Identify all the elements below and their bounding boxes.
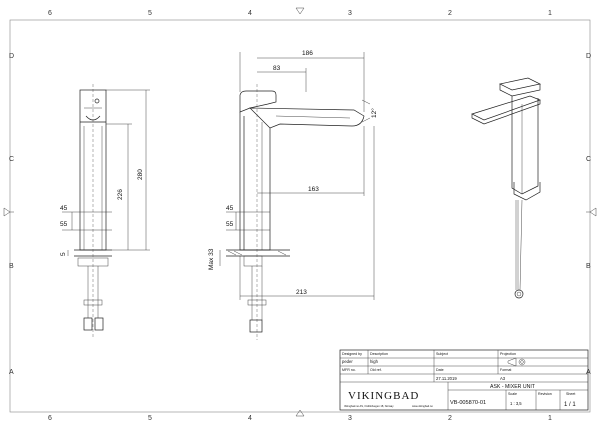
sheet-label: Sheet — [566, 392, 575, 396]
grid-row-d-right: D — [586, 53, 591, 60]
dim-226: 226 — [117, 189, 124, 200]
dim-163: 163 — [308, 186, 319, 193]
grid-col-4-bottom: 4 — [248, 415, 252, 422]
brand-address: Vikingbad.no AS, Ostfoldvegen 18, Norway — [344, 404, 394, 408]
grid-col-6: 6 — [48, 10, 52, 17]
old-ref-label: Old ref. — [370, 368, 382, 372]
top-grid-labels: 6 5 4 3 2 1 — [48, 10, 552, 17]
grid-col-3: 3 — [348, 10, 352, 17]
format-value: A3 — [500, 376, 506, 381]
front-view — [219, 52, 375, 340]
grid-row-a: A — [9, 369, 14, 376]
grid-col-5-bottom: 5 — [148, 415, 152, 422]
subject-label: Subject — [436, 352, 448, 356]
dim-12-deg: 12° — [370, 108, 378, 118]
grid-col-4: 4 — [248, 10, 252, 17]
scale-label: Scale — [508, 392, 517, 396]
dim-83: 83 — [273, 65, 281, 72]
scale-value: 1 : 3,5 — [510, 401, 522, 406]
designed-by-value: peder — [342, 359, 353, 364]
sheet-value: 1 / 1 — [564, 402, 576, 408]
dim-side-45: 45 — [60, 205, 68, 212]
grid-col-1-bottom: 1 — [548, 415, 552, 422]
dim-side-5: 5 — [60, 252, 67, 256]
grid-col-1: 1 — [548, 10, 552, 17]
revision-label: Revision — [538, 392, 552, 396]
dim-front-55: 55 — [226, 221, 234, 228]
dim-280: 280 — [137, 169, 144, 180]
grid-row-c: C — [9, 156, 14, 163]
grid-col-3-bottom: 3 — [348, 415, 352, 422]
grid-row-b: B — [9, 263, 14, 270]
brand-logo: VIKINGBAD — [348, 390, 419, 402]
grid-row-d: D — [9, 53, 14, 60]
isometric-view — [471, 77, 542, 299]
grid-row-a-right: A — [586, 369, 591, 376]
description-value: high — [370, 359, 379, 364]
grid-row-c-right: C — [586, 156, 591, 163]
date-value: 27.11.2019 — [436, 376, 457, 381]
format-label: Format — [500, 368, 511, 372]
projection-symbol-icon — [507, 357, 526, 367]
description-label: Description — [370, 352, 388, 356]
drawing-border — [9, 19, 591, 413]
dim-max-33: Max 33 — [208, 248, 215, 270]
grid-col-2: 2 — [448, 10, 452, 17]
side-view — [62, 84, 150, 338]
dim-side-55: 55 — [60, 221, 68, 228]
dim-213: 213 — [296, 289, 307, 296]
bottom-grid-labels: 6 5 4 3 2 1 — [48, 415, 552, 422]
grid-col-2-bottom: 2 — [448, 415, 452, 422]
date-label: Date — [436, 368, 444, 372]
brand-website: www.vikingbad.no — [412, 404, 433, 408]
mfr-label: MFR no. — [342, 368, 356, 372]
dim-front-45: 45 — [226, 205, 234, 212]
drawing-number: VB-005870-01 — [450, 400, 486, 406]
grid-col-6-bottom: 6 — [48, 415, 52, 422]
dim-186: 186 — [302, 50, 313, 57]
grid-col-5: 5 — [148, 10, 152, 17]
grid-row-b-right: B — [586, 263, 591, 270]
centering-marks — [3, 7, 597, 417]
row-grid-labels: D C B A D C B A — [9, 53, 591, 376]
designed-by-label: Designed by — [342, 352, 362, 356]
drawing-title: ASK - MIXER UNIT — [490, 384, 536, 390]
projection-label: Projection — [500, 352, 516, 356]
title-block — [339, 349, 589, 411]
